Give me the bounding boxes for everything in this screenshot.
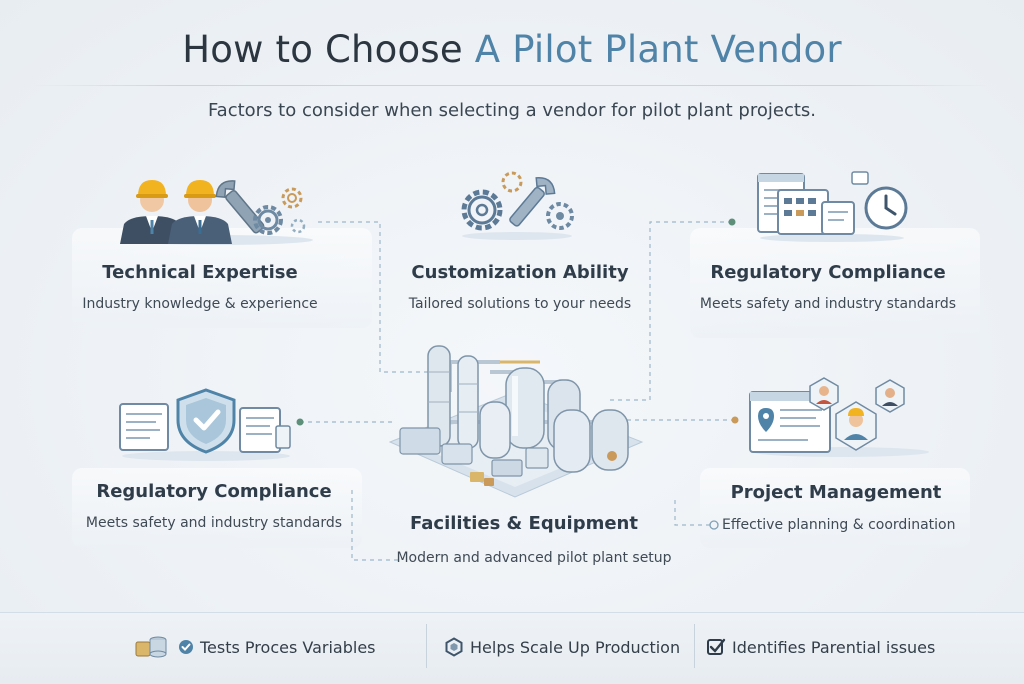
documents-clock-icon bbox=[757, 171, 908, 242]
hexagon-icon bbox=[445, 637, 463, 657]
desc-project-management: Effective planning & coordination bbox=[722, 517, 956, 533]
footer-item-2: Helps Scale Up Production bbox=[444, 636, 680, 658]
footer-item-2-label: Helps Scale Up Production bbox=[470, 637, 681, 657]
heading-regulatory-compliance-top: Regulatory Compliance bbox=[710, 262, 946, 283]
checkbox-icon bbox=[707, 638, 726, 655]
footer-item-1: Tests Proces Variables bbox=[178, 636, 376, 658]
footer-divider-2 bbox=[694, 624, 695, 668]
card-project bbox=[700, 468, 970, 548]
card-regulatory-top bbox=[690, 228, 980, 338]
card-regulatory-left bbox=[72, 468, 362, 548]
pilot-plant-illustration bbox=[388, 345, 644, 498]
coin-stack-icon bbox=[135, 636, 167, 658]
heading-technical-expertise: Technical Expertise bbox=[102, 262, 298, 283]
footer-item-3: Identifies Parential issues bbox=[706, 636, 935, 658]
desc-regulatory-compliance-top: Meets safety and industry standards bbox=[699, 296, 957, 312]
title-divider bbox=[30, 85, 994, 86]
desc-regulatory-compliance-left: Meets safety and industry standards bbox=[85, 515, 343, 531]
desc-facilities-equipment: Modern and advanced pilot plant setup bbox=[396, 550, 672, 566]
gears-wrench-icon bbox=[461, 171, 574, 240]
footer-item-3-label: Identifies Parential issues bbox=[732, 637, 936, 657]
engineers-wrench-gear-icon bbox=[120, 180, 313, 245]
title-accent: A Pilot Plant Vendor bbox=[474, 28, 842, 71]
heading-facilities-equipment: Facilities & Equipment bbox=[410, 513, 638, 534]
page-subtitle: Factors to consider when selecting a ven… bbox=[207, 100, 817, 121]
team-document-pin-icon bbox=[749, 377, 929, 457]
shield-check-documents-icon bbox=[119, 388, 291, 461]
desc-technical-expertise: Industry knowledge & experience bbox=[82, 296, 318, 312]
check-badge-icon bbox=[179, 640, 193, 654]
heading-customization-ability: Customization Ability bbox=[411, 262, 629, 283]
page-title: How to Choose A Pilot Plant Vendor bbox=[0, 28, 1024, 71]
heading-project-management: Project Management bbox=[730, 482, 942, 503]
footer-divider-1 bbox=[426, 624, 427, 668]
title-prefix: How to Choose bbox=[182, 28, 475, 71]
desc-customization-ability: Tailored solutions to your needs bbox=[408, 296, 632, 312]
footer-bar bbox=[0, 612, 1024, 684]
footer-item-1-label: Tests Proces Variables bbox=[200, 637, 376, 657]
heading-regulatory-compliance-left: Regulatory Compliance bbox=[96, 481, 332, 502]
